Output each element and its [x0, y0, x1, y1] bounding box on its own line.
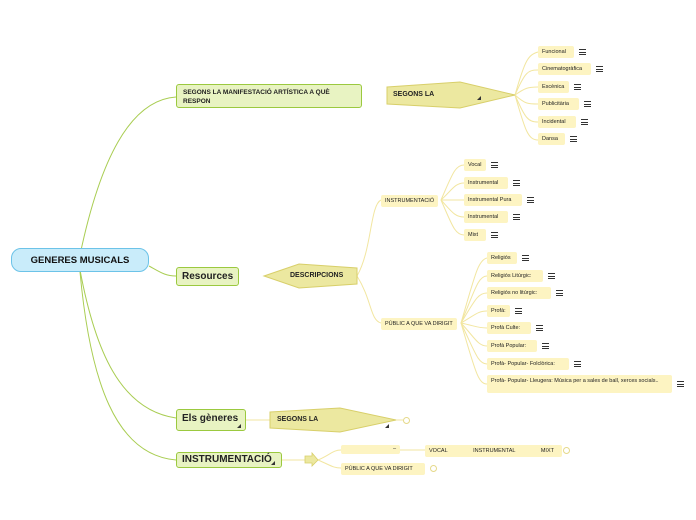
sub-instrumentacio-label: INSTRUMENTACIÓ [385, 198, 435, 204]
leaf-item[interactable]: Profà Culte: [487, 322, 531, 334]
leaf-item[interactable]: Vocal [464, 159, 486, 171]
notes-menu-icon[interactable] [513, 180, 520, 186]
dash-node[interactable]: – [341, 445, 400, 454]
leaf-item-label: Instrumental [468, 214, 499, 220]
leaf-item-label: Profà Culte: [491, 325, 521, 331]
leaf-item[interactable]: Instrumental Pura [464, 194, 522, 206]
leaf-item-label: Profà: [491, 308, 506, 314]
notes-menu-icon[interactable] [574, 361, 581, 367]
leaf-item-label: Funcional [542, 49, 566, 55]
leaf-item-label: Vocal [468, 162, 482, 168]
notes-menu-icon[interactable] [556, 290, 563, 296]
leaf-item[interactable]: Profà: [487, 305, 510, 317]
notes-menu-icon[interactable] [579, 49, 586, 55]
leaf-item[interactable]: Dansa [538, 133, 565, 145]
leaf-item-label: Dansa [542, 136, 558, 142]
leaf-item[interactable]: Profà- Popular- Folclòrica: [487, 358, 569, 370]
branch-generes[interactable]: Els gèneres [176, 409, 246, 431]
expand-circle-icon[interactable] [403, 417, 410, 424]
small-arrow [304, 451, 319, 467]
callout-arrow-right-3 [269, 407, 397, 433]
callout-segons-la-1: SEGONS LA [393, 91, 435, 98]
collapse-marker-icon[interactable] [271, 461, 275, 465]
notes-menu-icon[interactable] [536, 325, 543, 331]
notes-menu-icon[interactable] [596, 66, 603, 72]
callout-segons-la-3: SEGONS LA [277, 416, 319, 423]
leaf-item[interactable]: Instrumental [464, 211, 508, 223]
expand-circle-icon[interactable] [430, 465, 437, 472]
instrumental-label: INSTRUMENTAL [473, 448, 516, 454]
leaf-item-label: Profà- Popular- Lleugera: Música per a s… [491, 378, 659, 384]
leaf-item[interactable]: Escènica [538, 81, 569, 93]
leaf-item[interactable]: Instrumental [464, 177, 508, 189]
notes-menu-icon[interactable] [542, 343, 549, 349]
sub-public[interactable]: PÚBLIC A QUE VA DIRIGIT [381, 318, 457, 330]
branch-generes-label: Els gèneres [182, 413, 239, 424]
leaf-item-label: Instrumental [468, 180, 499, 186]
vocal-label: VOCAL [429, 448, 448, 454]
branch-instrumentacio[interactable]: INSTRUMENTACIÓ [176, 452, 282, 468]
sub-public-label: PÚBLIC A QUE VA DIRIGIT [385, 321, 453, 327]
notes-menu-icon[interactable] [522, 255, 529, 261]
leaf-item-label: Religiós [491, 255, 511, 261]
callout-descripcions: DESCRIPCIONS [290, 272, 344, 279]
branch-instrumentacio-label: INSTRUMENTACIÓ [182, 454, 272, 465]
collapse-marker-icon[interactable] [385, 424, 389, 428]
leaf-item[interactable]: Publicitària [538, 98, 579, 110]
leaf-item[interactable]: Profà Popular: [487, 340, 537, 352]
leaf-item-label: Escènica [542, 84, 565, 90]
notes-menu-icon[interactable] [513, 214, 520, 220]
branch-resources[interactable]: Resources [176, 267, 239, 286]
dash-label: – [392, 446, 396, 452]
notes-menu-icon[interactable] [570, 136, 577, 142]
leaf-item[interactable]: Religiós no litúrgic: [487, 287, 551, 299]
leaf-item[interactable]: Funcional [538, 46, 574, 58]
branch-resources-label: Resources [182, 271, 234, 282]
leaf-item[interactable]: Religiós [487, 252, 517, 264]
notes-menu-icon[interactable] [584, 101, 591, 107]
notes-menu-icon[interactable] [527, 197, 534, 203]
notes-menu-icon[interactable] [515, 308, 522, 314]
leaf-item[interactable]: Incidental [538, 116, 576, 128]
leaf-item-label: Publicitària [542, 101, 569, 107]
leaf-item-label: Cinematogràfica [542, 66, 583, 72]
callout-arrow-left [262, 263, 358, 289]
branch-manifestacio[interactable]: SEGONS LA MANIFESTACIÓ ARTÍSTICA A QUÈ R… [176, 84, 362, 108]
leaf-item[interactable]: Profà- Popular- Lleugera: Música per a s… [487, 375, 672, 393]
notes-menu-icon[interactable] [548, 273, 555, 279]
public-dirigit-node[interactable]: PÚBLIC A QUE VA DIRIGIT [341, 463, 425, 475]
leaf-item-label: Instrumental Pura [468, 197, 512, 203]
leaf-item-label: Religiós Litúrgic: [491, 273, 532, 279]
leaf-item-label: Profà Popular: [491, 343, 527, 349]
root-node[interactable]: GENERES MUSICALS [11, 248, 149, 272]
leaf-item-label: Religiós no litúrgic: [491, 290, 538, 296]
callout-arrow-right-1 [386, 81, 516, 109]
root-label: GENERES MUSICALS [30, 254, 130, 266]
leaf-item-label: Incidental [542, 119, 566, 125]
mixt-label: MIXT [540, 448, 554, 454]
public-dirigit-label: PÚBLIC A QUE VA DIRIGIT [345, 466, 413, 472]
leaf-item[interactable]: Religiós Litúrgic: [487, 270, 543, 282]
leaf-item-label: Profà- Popular- Folclòrica: [491, 361, 555, 367]
leaf-item-label: Mixt [468, 232, 479, 238]
notes-menu-icon[interactable] [677, 381, 684, 387]
notes-menu-icon[interactable] [491, 162, 498, 168]
leaf-item[interactable]: Mixt [464, 229, 486, 241]
sub-instrumentacio[interactable]: INSTRUMENTACIÓ [381, 195, 439, 207]
leaf-item[interactable]: Cinematogràfica [538, 63, 591, 75]
notes-menu-icon[interactable] [491, 232, 498, 238]
branch-manifestacio-label: SEGONS LA MANIFESTACIÓ ARTÍSTICA A QUÈ R… [183, 89, 330, 105]
collapse-marker-icon[interactable] [237, 424, 241, 428]
collapse-marker-icon[interactable] [477, 96, 481, 100]
notes-menu-icon[interactable] [581, 119, 588, 125]
vocal-instrumental-mixt-node[interactable]: VOCAL INSTRUMENTAL MIXT [425, 445, 562, 457]
notes-menu-icon[interactable] [574, 84, 581, 90]
expand-circle-icon[interactable] [563, 447, 570, 454]
